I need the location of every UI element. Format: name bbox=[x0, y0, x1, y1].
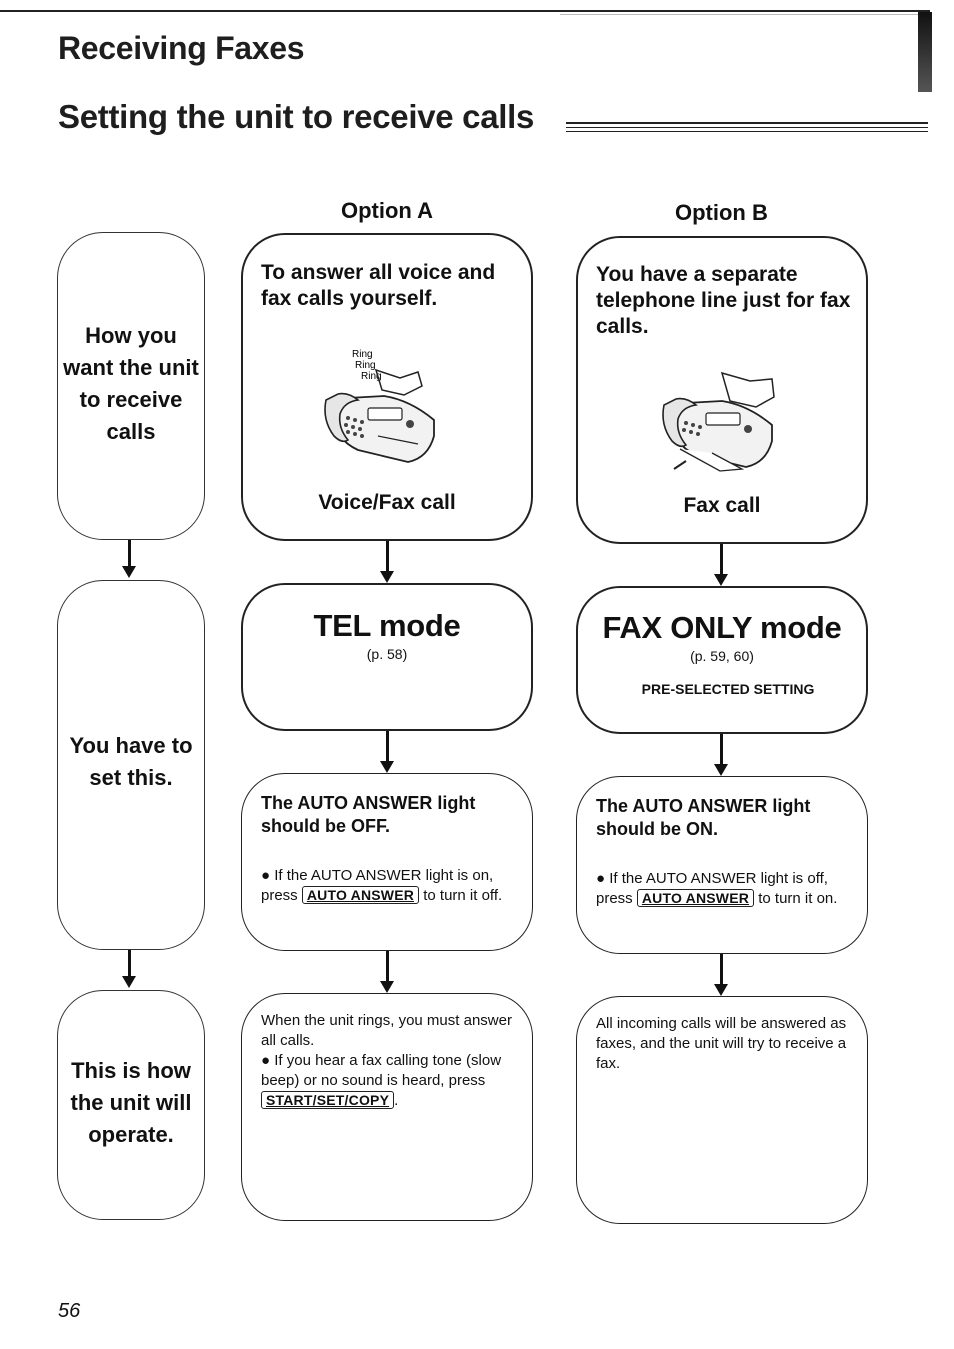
option-b-light-note-post: to turn it on. bbox=[758, 890, 838, 907]
option-a-light-note-pre: If the AUTO ANSWER light is on, press bbox=[261, 867, 494, 904]
auto-answer-key-b[interactable]: AUTO ANSWER bbox=[636, 889, 755, 907]
start-set-copy-key[interactable]: START/SET/COPY bbox=[261, 1091, 395, 1109]
auto-answer-key-a[interactable]: AUTO ANSWER bbox=[301, 886, 420, 904]
option-b-question: You have a separate telephone line just … bbox=[596, 263, 851, 338]
top-rule bbox=[0, 10, 930, 12]
option-a-question: To answer all voice and fax calls yourse… bbox=[261, 261, 496, 310]
fax-machine-icon bbox=[662, 371, 775, 472]
option-a-light-note: ● If the AUTO ANSWER light is on, press … bbox=[261, 866, 523, 906]
option-a-caption: Voice/Fax call bbox=[318, 491, 456, 514]
ring-text-3: Ring bbox=[361, 371, 382, 382]
option-a-operation-pre: If you hear a fax calling tone (slow bee… bbox=[261, 1052, 502, 1089]
option-b-arrow-1 bbox=[714, 544, 728, 586]
page-heading: Setting the unit to receive calls bbox=[58, 98, 535, 135]
page-number: 56 bbox=[58, 1300, 81, 1322]
heading-rule-2 bbox=[566, 127, 928, 128]
option-a-operation-intro: When the unit rings, you must answer all… bbox=[261, 1012, 512, 1049]
pre-selected-setting-label: PRE-SELECTED SETTING bbox=[641, 681, 815, 697]
option-a-arrow-3 bbox=[380, 951, 394, 993]
side-label-operate: This is how the unit will operate. bbox=[70, 1058, 192, 1147]
bullet-dot: ● bbox=[261, 1052, 271, 1069]
option-a-question-box bbox=[241, 233, 533, 541]
fax-only-mode-title: FAX ONLY mode bbox=[602, 610, 842, 645]
bullet-dot: ● bbox=[596, 870, 606, 887]
tel-mode-title: TEL mode bbox=[313, 608, 461, 643]
tel-mode-box bbox=[241, 583, 533, 731]
side-label-set: You have to set this. bbox=[69, 733, 193, 790]
option-b-label: Option B bbox=[675, 200, 768, 225]
option-a-operation-note: ● If you hear a fax calling tone (slow b… bbox=[261, 1051, 523, 1111]
side-arrow-1 bbox=[122, 540, 136, 578]
bullet-dot: ● bbox=[261, 867, 271, 884]
fax-machine-ringing-icon: Ring Ring Ring bbox=[324, 349, 435, 463]
side-label-receive: How you want the unit to receive calls bbox=[63, 323, 199, 444]
ring-text-1: Ring bbox=[352, 349, 373, 360]
option-b-light-box bbox=[576, 776, 868, 954]
option-a-operation-box bbox=[241, 993, 533, 1221]
option-b-operation-box bbox=[576, 996, 868, 1224]
tel-mode-ref: (p. 58) bbox=[366, 646, 408, 662]
fax-only-mode-ref: (p. 59, 60) bbox=[690, 648, 754, 664]
option-a-light-box bbox=[241, 773, 533, 951]
option-b-question-box bbox=[576, 236, 868, 544]
top-rule-secondary bbox=[560, 14, 930, 15]
section-title: Receiving Faxes bbox=[58, 30, 305, 66]
option-b-operation-text: All incoming calls will be answered as f… bbox=[596, 1015, 847, 1072]
option-a-arrow-2 bbox=[380, 731, 394, 773]
option-b-arrow-3 bbox=[714, 954, 728, 996]
fax-only-mode-box bbox=[576, 586, 868, 734]
chapter-tab-mark bbox=[918, 12, 932, 92]
side-box-operate bbox=[57, 990, 205, 1220]
option-b-caption: Fax call bbox=[683, 494, 761, 517]
option-a-light-title: The AUTO ANSWER light should be OFF. bbox=[261, 793, 476, 836]
side-box-set bbox=[57, 580, 205, 950]
option-a-light-note-post: to turn it off. bbox=[423, 887, 503, 904]
side-arrow-2 bbox=[122, 950, 136, 988]
ring-text-2: Ring bbox=[355, 360, 376, 371]
option-a-arrow-1 bbox=[380, 541, 394, 583]
option-b-light-note: ● If the AUTO ANSWER light is off, press… bbox=[596, 869, 858, 909]
option-a-operation-post: . bbox=[394, 1092, 399, 1109]
heading-rule-3 bbox=[566, 131, 928, 132]
side-box-receive bbox=[57, 232, 205, 540]
option-a-label: Option A bbox=[341, 198, 434, 223]
option-b-light-title: The AUTO ANSWER light should be ON. bbox=[596, 796, 811, 839]
heading-rule-1 bbox=[566, 122, 928, 124]
option-b-light-note-pre: If the AUTO ANSWER light is off, press bbox=[596, 870, 828, 907]
option-b-arrow-2 bbox=[714, 734, 728, 776]
